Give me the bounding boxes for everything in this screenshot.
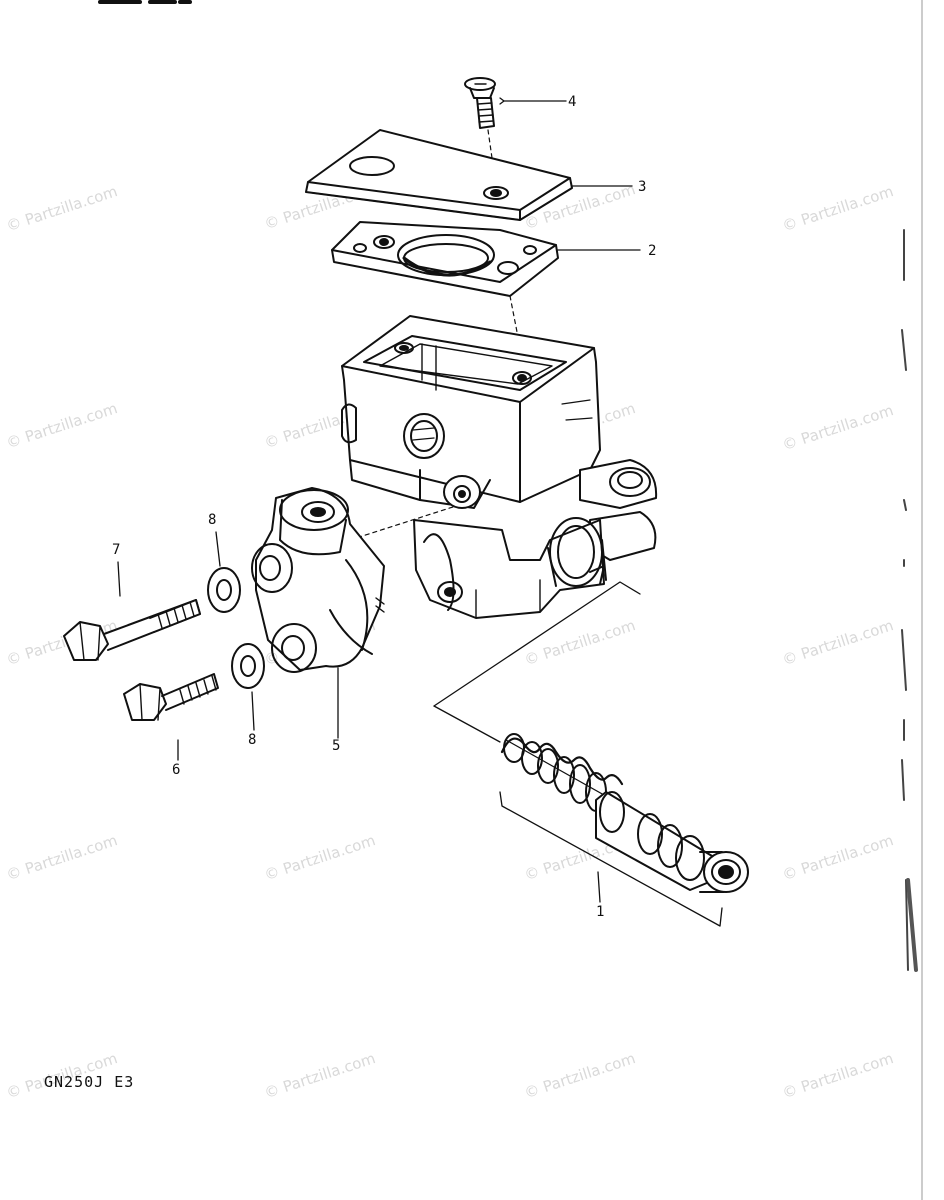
callout-5: 5 (332, 738, 341, 754)
callout-2: 2 (648, 243, 657, 259)
callout-8-lower: 8 (248, 732, 257, 748)
bolt-part-7 (63, 599, 201, 661)
clamp-holder-part-5 (251, 487, 385, 673)
screw-part-4 (464, 77, 496, 129)
callout-4: 4 (568, 94, 577, 110)
callout-8-upper: 8 (208, 512, 217, 528)
washer-part-8-lower (231, 643, 265, 689)
washer-part-8-upper (207, 567, 241, 613)
master-cylinder-body (341, 315, 658, 619)
cap-cover-part-3 (305, 129, 573, 221)
piston-spring-set-part-1 (500, 733, 749, 893)
bolt-part-6 (123, 673, 219, 721)
callout-7: 7 (112, 542, 121, 558)
callout-1: 1 (596, 904, 605, 920)
model-code-label: GN250J E3 (44, 1073, 135, 1091)
callout-6: 6 (172, 762, 181, 778)
diaphragm-gasket-part-2 (331, 221, 559, 297)
callout-3: 3 (638, 179, 647, 195)
